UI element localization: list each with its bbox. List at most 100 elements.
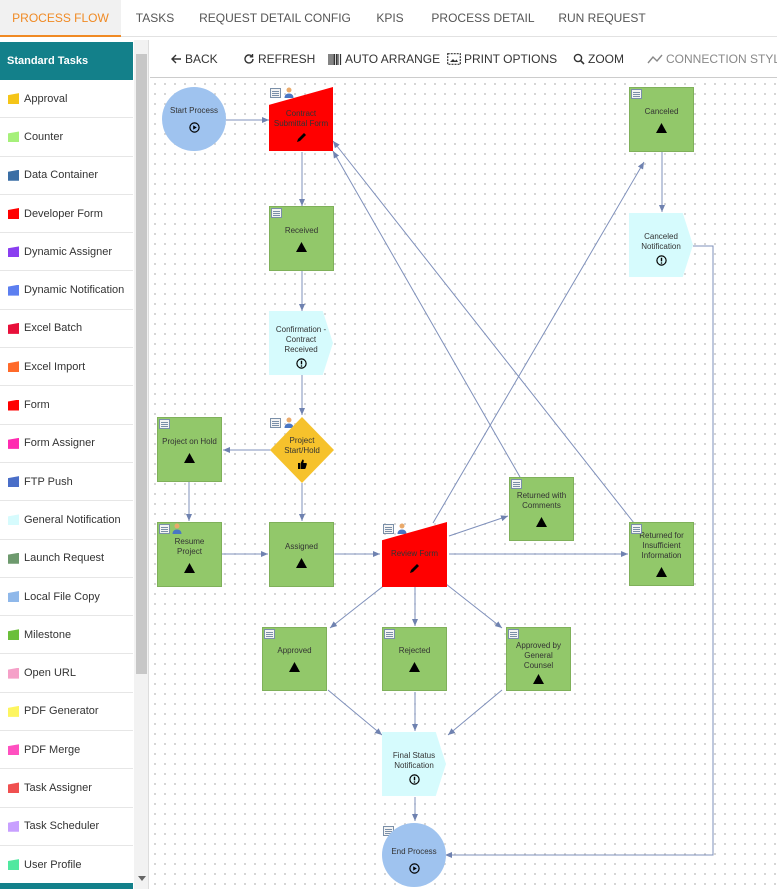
sidebar-title: Standard Tasks [0, 42, 133, 80]
task-item-task-scheduler[interactable]: Task Scheduler [0, 808, 133, 846]
canceled-notification-node[interactable]: Canceled Notification [629, 213, 693, 277]
task-item-label: Dynamic Assigner [24, 245, 113, 258]
end-process-node[interactable]: End Process [382, 823, 446, 887]
tab-request-detail-config[interactable]: REQUEST DETAIL CONFIG [199, 11, 351, 25]
start-process-node[interactable]: Start Process [162, 87, 226, 151]
task-item-approval[interactable]: Approval [0, 80, 133, 119]
form-sheet-icon [271, 208, 282, 218]
final-status-notification-node[interactable]: Final Status Notification [382, 732, 446, 796]
connector-approved-gc-to-final [447, 689, 503, 736]
image-frame-icon [447, 53, 461, 65]
returned-with-comments-milestone-node[interactable]: Returned with Comments [509, 477, 574, 541]
scroll-down-arrow-icon[interactable] [138, 876, 146, 881]
task-item-milestone[interactable]: Milestone [0, 616, 133, 655]
tab-run-request[interactable]: RUN REQUEST [558, 11, 646, 25]
form-sheet-icon [159, 524, 170, 534]
task-item-label: Dynamic Notification [24, 284, 125, 297]
task-item-label: Milestone [24, 628, 72, 641]
form-sheet-icon [383, 524, 394, 534]
task-item-label: Launch Request [24, 552, 105, 565]
task-item-general-notification[interactable]: General Notification [0, 501, 133, 540]
task-type-icon [8, 93, 19, 105]
task-type-icon [8, 629, 19, 641]
task-item-label: FTP Push [24, 475, 73, 488]
task-type-icon [8, 476, 19, 488]
task-type-icon [8, 399, 19, 411]
task-item-form[interactable]: Form [0, 386, 133, 425]
task-item-dynamic-assigner[interactable]: Dynamic Assigner [0, 233, 133, 272]
node-label: Final Status Notification [392, 751, 436, 770]
user-icon [284, 417, 294, 428]
task-item-launch-request[interactable]: Launch Request [0, 540, 133, 578]
approved-by-general-counsel-milestone-node[interactable]: Approved by General Counsel [506, 627, 571, 691]
resume-project-milestone-node[interactable]: Resume Project [157, 522, 222, 587]
task-type-icon [8, 744, 19, 756]
task-type-icon [8, 284, 19, 296]
node-label: Rejected [398, 646, 431, 655]
task-type-icon [8, 514, 19, 526]
node-label: Returned for Insufficient Information [639, 531, 684, 560]
assigned-milestone-node[interactable]: Assigned [269, 522, 334, 587]
returned-insufficient-info-milestone-node[interactable]: Returned for Insufficient Information [629, 522, 694, 586]
process-flow-canvas[interactable]: Start Process Contract Submittal Form Re… [150, 79, 777, 889]
task-item-pdf-generator[interactable]: PDF Generator [0, 693, 133, 732]
tab-tasks[interactable]: TASKS [135, 11, 175, 25]
task-item-label: Excel Batch [24, 322, 83, 335]
sidebar-bottom-bar [0, 883, 133, 889]
task-type-icon [8, 322, 19, 334]
task-item-task-assigner[interactable]: Task Assigner [0, 769, 133, 808]
approved-milestone-node[interactable]: Approved [262, 627, 327, 691]
node-label: Canceled Notification [641, 232, 681, 251]
task-item-form-assigner[interactable]: Form Assigner [0, 425, 133, 463]
refresh-button[interactable]: REFRESH [243, 40, 315, 78]
triangle-icon [296, 557, 307, 568]
task-item-excel-batch[interactable]: Excel Batch [0, 310, 133, 349]
connector-layer [186, 117, 714, 858]
tab-process-flow[interactable]: PROCESS FLOW [0, 0, 121, 37]
form-sheet-icon [508, 629, 519, 639]
triangle-icon [656, 122, 667, 133]
connection-style-button[interactable]: CONNECTION STYLE [647, 40, 777, 78]
task-item-label: User Profile [24, 858, 82, 871]
task-item-data-container[interactable]: Data Container [0, 157, 133, 195]
task-type-icon [8, 782, 19, 794]
task-item-developer-form[interactable]: Developer Form [0, 195, 133, 234]
triangle-icon [409, 662, 420, 672]
triangle-icon [296, 241, 307, 252]
triangle-icon [184, 562, 195, 573]
task-item-pdf-merge[interactable]: PDF Merge [0, 731, 133, 770]
tab-kpis[interactable]: KPIS [376, 11, 404, 25]
alert-circle-icon [655, 255, 667, 266]
received-milestone-node[interactable]: Received [269, 206, 334, 271]
node-label: Project on Hold [162, 436, 217, 446]
auto-arrange-button[interactable]: AUTO ARRANGE [328, 40, 440, 78]
triangle-icon [289, 662, 300, 672]
project-on-hold-milestone-node[interactable]: Project on Hold [157, 417, 222, 482]
user-icon [284, 87, 294, 98]
connector-review-to-approved-gc [445, 583, 503, 629]
task-item-excel-import[interactable]: Excel Import [0, 348, 133, 387]
connector-returned-info-to-contract [332, 140, 635, 524]
task-item-user-profile[interactable]: User Profile [0, 846, 133, 885]
play-circle-icon [408, 862, 420, 874]
task-type-icon [8, 552, 19, 564]
tab-process-detail[interactable]: PROCESS DETAIL [431, 11, 535, 25]
task-item-label: Open URL [24, 667, 76, 680]
sidebar-scrollbar-thumb[interactable] [136, 54, 147, 674]
node-label: Received [284, 225, 319, 235]
print-options-button[interactable]: PRINT OPTIONS [447, 40, 557, 78]
alert-circle-icon [295, 358, 307, 369]
canceled-milestone-node[interactable]: Canceled [629, 87, 694, 152]
task-item-counter[interactable]: Counter [0, 118, 133, 157]
rejected-milestone-node[interactable]: Rejected [382, 627, 447, 691]
task-item-open-url[interactable]: Open URL [0, 654, 133, 693]
confirmation-notification-node[interactable]: Confirmation - Contract Received [269, 311, 333, 375]
form-sheet-icon [270, 88, 281, 98]
task-item-local-file-copy[interactable]: Local File Copy [0, 578, 133, 617]
task-item-dynamic-notification[interactable]: Dynamic Notification [0, 271, 133, 310]
task-item-label: Data Container [24, 169, 98, 182]
back-button[interactable]: BACK [170, 40, 218, 78]
node-label: Contract Submittal Form [273, 109, 329, 128]
task-item-ftp-push[interactable]: FTP Push [0, 463, 133, 502]
zoom-button[interactable]: ZOOM [573, 40, 624, 78]
